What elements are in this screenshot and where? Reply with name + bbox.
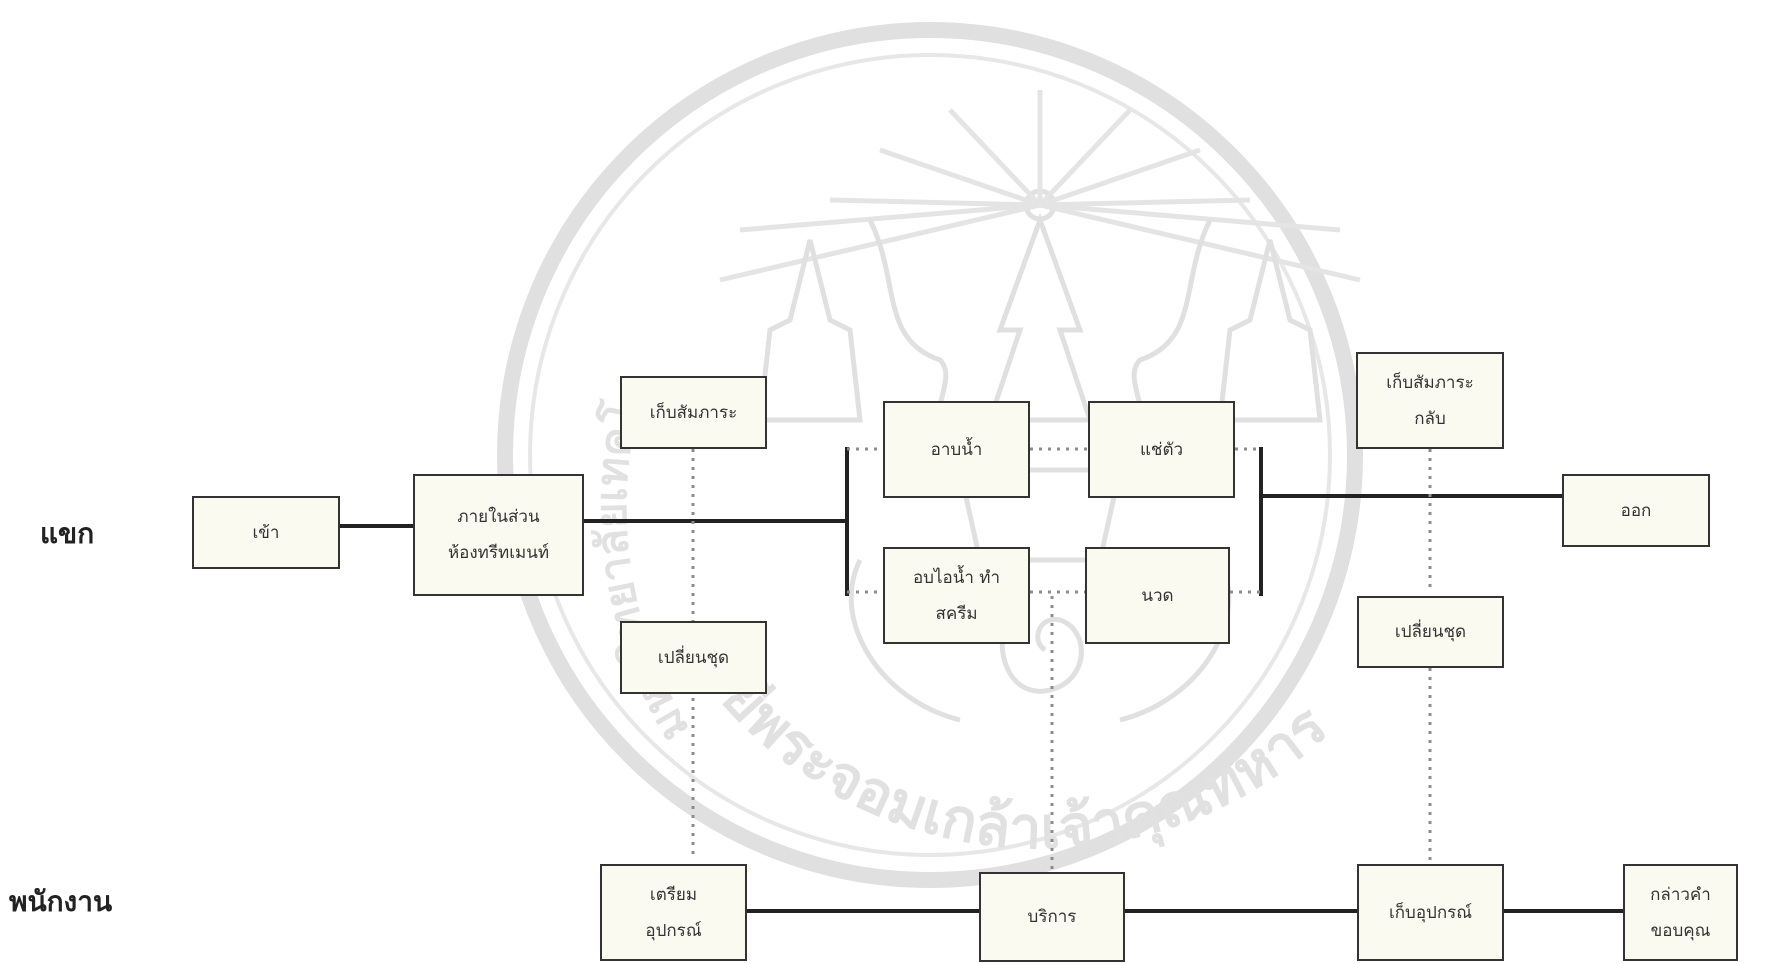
- box-change-clothes-2: เปลี่ยนชุด: [1357, 596, 1504, 668]
- dotted-lines: [691, 447, 1432, 872]
- lane-label-guest: แขก: [40, 517, 95, 550]
- watermark-left-arc: มหาวิทยาลัยเทคโน: [0, 0, 699, 750]
- box-change-clothes-1: เปลี่ยนชุด: [620, 621, 767, 694]
- lane-label-staff: พนักงาน: [9, 885, 113, 918]
- box-service: บริการ: [979, 872, 1125, 962]
- watermark-bottom-arc: ยีพระจอมเกล้าเจ้าคุณทหาร: [709, 664, 1339, 863]
- box-store-equipment: เก็บอุปกรณ์: [1357, 864, 1504, 961]
- box-soak: แช่ตัว: [1088, 401, 1235, 498]
- box-shower: อาบน้ำ: [883, 401, 1030, 498]
- box-treatment-area: ภายในส่วน ห้องทรีทเมนท์: [413, 474, 584, 596]
- box-store-belongings: เก็บสัมภาระ: [620, 376, 767, 449]
- box-steam-scrub: อบไอน้ำ ทำ สครีม: [883, 547, 1030, 644]
- box-collect-belongings: เก็บสัมภาระ กลับ: [1356, 352, 1504, 449]
- guest-flow-lines: [340, 447, 1562, 596]
- box-massage: นวด: [1085, 547, 1230, 644]
- box-prepare-equipment: เตรียม อุปกรณ์: [600, 864, 747, 961]
- box-exit: ออก: [1562, 474, 1710, 547]
- box-enter: เข้า: [192, 496, 340, 569]
- box-thank: กล่าวคำ ขอบคุณ: [1623, 864, 1738, 961]
